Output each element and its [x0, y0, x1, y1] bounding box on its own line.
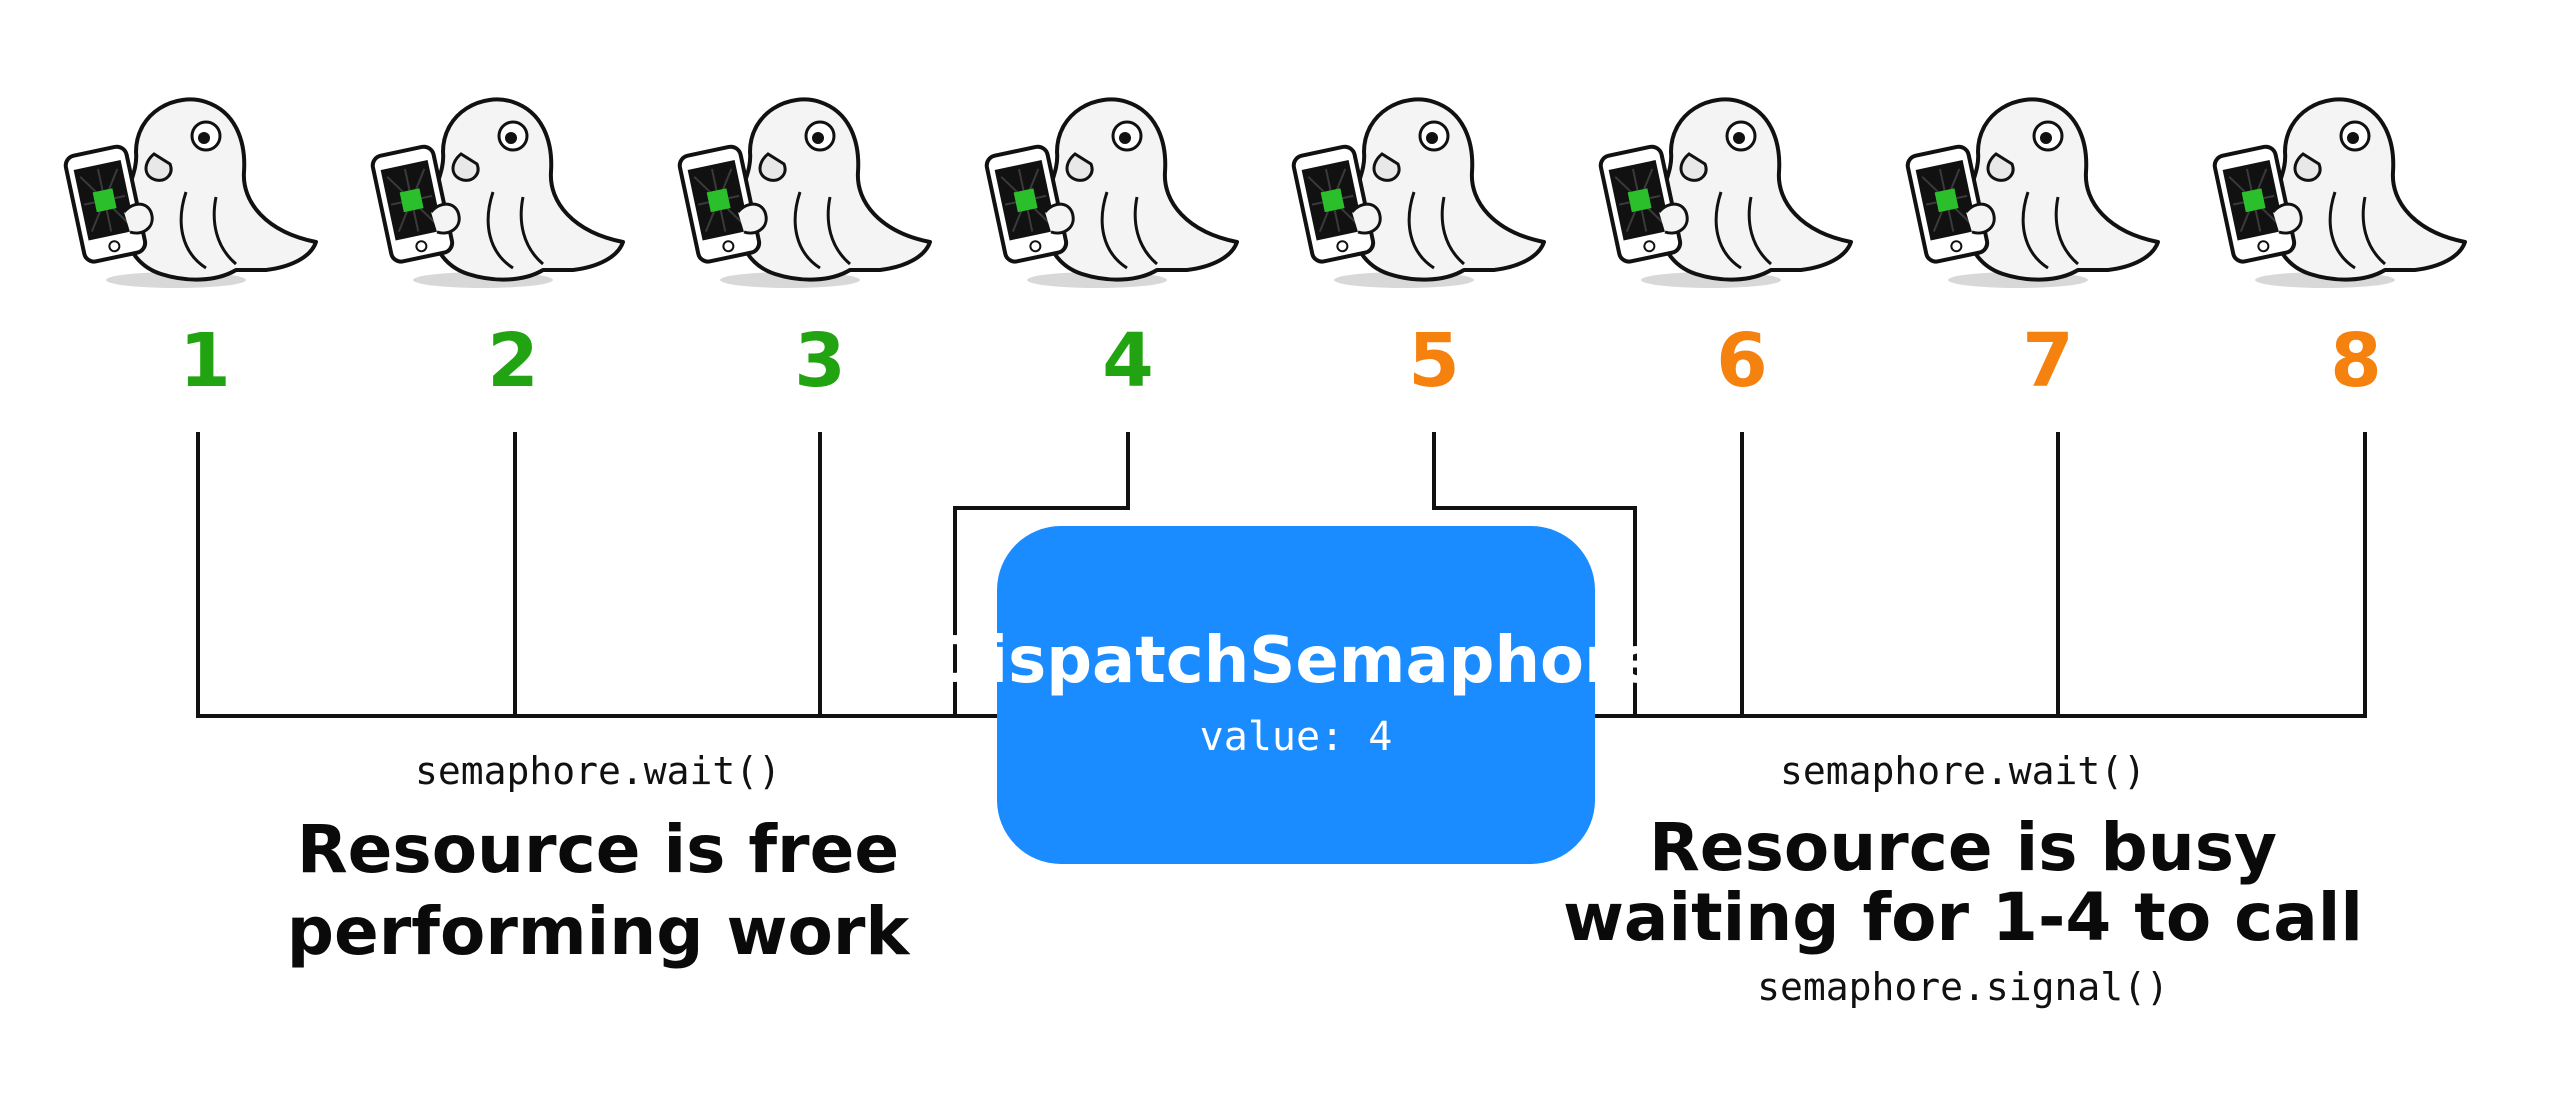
thread-1: 1: [61, 97, 318, 404]
dispatch-semaphore-box: DispatchSemaphore value: 4: [933, 526, 1659, 864]
left-caption: semaphore.wait() Resource is free perfor…: [287, 749, 912, 970]
thread-6: 6: [1596, 97, 1853, 404]
bird-with-phone-icon: [982, 97, 1239, 290]
thread-4: 4: [982, 97, 1239, 404]
thread-5: 5: [1289, 97, 1546, 404]
semaphore-title: DispatchSemaphore: [933, 624, 1659, 698]
right-wait-call: semaphore.wait(): [1780, 749, 2146, 793]
thread-number-8: 8: [2330, 318, 2382, 404]
right-caption: semaphore.wait() Resource is busy waitin…: [1563, 749, 2363, 1009]
left-bracket-line: [196, 432, 1000, 718]
thread-number-2: 2: [487, 318, 539, 404]
thread-number-1: 1: [179, 318, 231, 404]
bird-with-phone-icon: [2210, 97, 2467, 290]
bird-with-phone-icon: [368, 97, 625, 290]
semaphore-value: value: 4: [1200, 714, 1393, 760]
left-status-line-1: Resource is free: [297, 811, 899, 888]
threads-row: 1 2 3 4 5 6 7 8: [61, 97, 2467, 404]
bird-with-phone-icon: [61, 97, 318, 290]
thread-number-7: 7: [2022, 318, 2074, 404]
thread-2: 2: [368, 97, 625, 404]
right-status-line-2: waiting for 1-4 to call: [1563, 879, 2363, 956]
left-status-line-2: performing work: [287, 893, 912, 970]
thread-7: 7: [1903, 97, 2160, 404]
thread-5-line: [1432, 432, 1637, 716]
bird-with-phone-icon: [1903, 97, 2160, 290]
bird-with-phone-icon: [1596, 97, 1853, 290]
bird-with-phone-icon: [675, 97, 932, 290]
connector-lines: [196, 432, 2367, 718]
thread-4-line: [953, 432, 1130, 716]
right-status-line-1: Resource is busy: [1649, 809, 2277, 886]
semaphore-box-background: [997, 526, 1595, 864]
thread-number-4: 4: [1102, 318, 1154, 404]
bird-with-phone-icon: [1289, 97, 1546, 290]
thread-number-3: 3: [794, 318, 846, 404]
thread-number-5: 5: [1408, 318, 1460, 404]
thread-number-6: 6: [1716, 318, 1768, 404]
right-signal-call: semaphore.signal(): [1757, 965, 2169, 1009]
thread-3: 3: [675, 97, 932, 404]
left-wait-call: semaphore.wait(): [415, 749, 781, 793]
right-bracket-line: [1595, 432, 2367, 718]
thread-8: 8: [2210, 97, 2467, 404]
